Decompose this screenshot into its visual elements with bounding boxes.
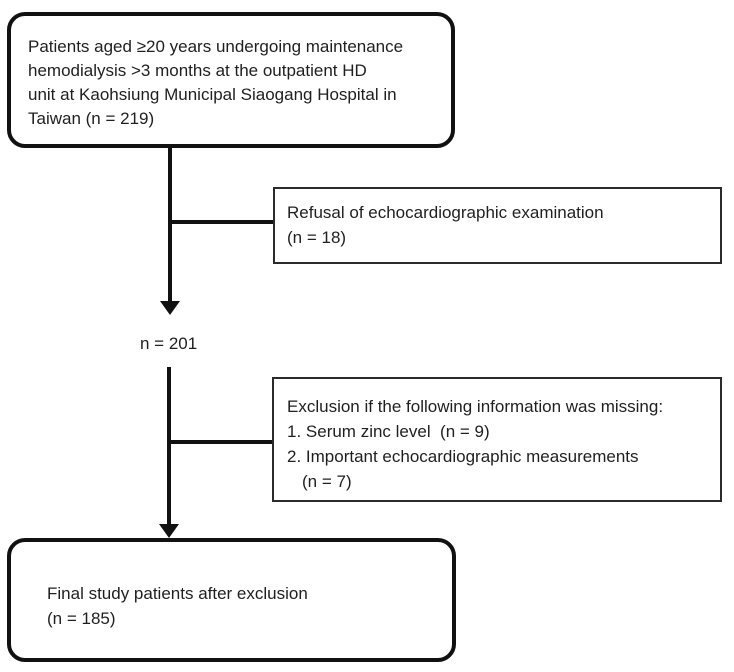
down-arrow-icon bbox=[159, 524, 179, 538]
text-line: Refusal of echocardiographic examination bbox=[287, 203, 604, 222]
text-line: 1. Serum zinc level (n = 9) bbox=[287, 422, 490, 441]
text-line: Exclusion if the following information w… bbox=[287, 397, 664, 416]
text-line: (n = 185) bbox=[47, 609, 116, 628]
exclusion-box-2: Exclusion if the following information w… bbox=[272, 377, 722, 502]
exclusion-box-1: Refusal of echocardiographic examination… bbox=[273, 187, 722, 264]
branch-line-2 bbox=[169, 440, 273, 444]
end-box: Final study patients after exclusion (n … bbox=[7, 538, 456, 662]
text-line: (n = 7) bbox=[302, 472, 352, 491]
branch-line-1 bbox=[170, 220, 273, 224]
text-line: unit at Kaohsiung Municipal Siaogang Hos… bbox=[28, 85, 397, 104]
connector-line-vertical-2 bbox=[167, 367, 171, 524]
text-line: Taiwan (n = 219) bbox=[28, 109, 155, 128]
text-line: 2. Important echocardiographic measureme… bbox=[287, 447, 639, 466]
text-line: (n = 18) bbox=[287, 228, 347, 247]
text-line: hemodialysis >3 months at the outpatient… bbox=[28, 61, 367, 80]
text-line: Patients aged ≥20 years undergoing maint… bbox=[28, 37, 404, 56]
interim-count-label: n = 201 bbox=[140, 334, 198, 353]
start-box: Patients aged ≥20 years undergoing maint… bbox=[7, 12, 455, 148]
down-arrow-icon bbox=[160, 301, 180, 315]
connector-line-vertical-1 bbox=[168, 147, 172, 303]
text-line: Final study patients after exclusion bbox=[47, 584, 308, 603]
